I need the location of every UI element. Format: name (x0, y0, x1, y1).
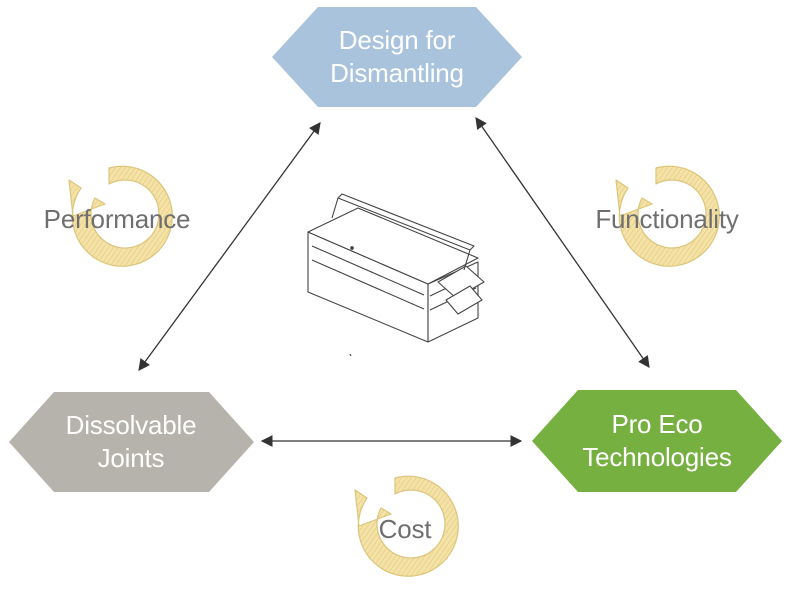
hexagon-design-for-dismantling (272, 7, 522, 107)
label-pro-eco-technologies-line2: Technologies (582, 442, 732, 472)
cycle-arrow-performance-icon (68, 165, 173, 267)
connector-top-right (475, 117, 650, 368)
hexagon-pro-eco-technologies (532, 390, 782, 492)
cycle-arrow-cost-icon (354, 475, 459, 577)
label-functionality: Functionality (595, 204, 739, 234)
label-design-for-dismantling: Design for Dismantling (297, 24, 497, 90)
cycle-arrow-functionality-icon (615, 165, 720, 267)
label-design-for-dismantling-line1: Design for (338, 25, 456, 55)
label-dissolvable-joints: Dissolvable Joints (31, 409, 231, 475)
hexagon-dissolvable-joints (9, 392, 254, 492)
label-dissolvable-joints-line2: Joints (97, 443, 165, 473)
label-dissolvable-joints-line1: Dissolvable (65, 410, 197, 440)
label-cost: Cost (378, 514, 432, 544)
connector-top-left (138, 122, 321, 371)
label-pro-eco-technologies-line1: Pro Eco (611, 409, 703, 439)
label-pro-eco-technologies: Pro Eco Technologies (557, 408, 757, 474)
label-design-for-dismantling-line2: Dismantling (330, 58, 464, 88)
label-performance: Performance (43, 204, 191, 234)
toolbox-icon (307, 193, 485, 357)
